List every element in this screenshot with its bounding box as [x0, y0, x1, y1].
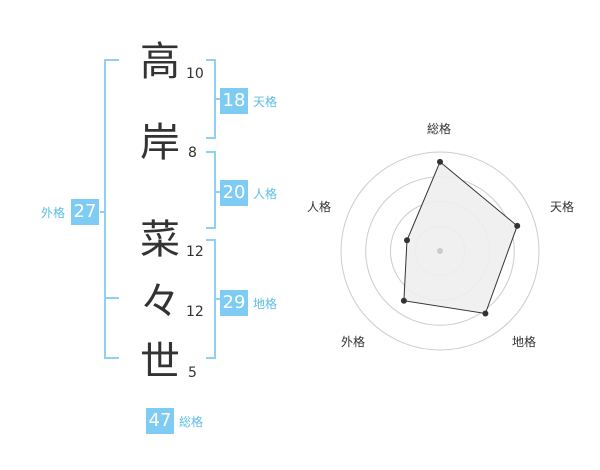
radar-point-2	[514, 222, 521, 229]
radar-label-gaikaku: 外格	[341, 335, 366, 349]
name-char-3: 菜	[140, 217, 180, 263]
gaikaku-label: 外格	[41, 206, 66, 220]
jinkaku-connector	[215, 191, 221, 193]
jinkaku-badge: 20	[220, 180, 248, 206]
soukaku-label: 総格	[179, 415, 204, 429]
name-char-1: 高	[140, 39, 180, 85]
stroke-count-4: 12	[186, 304, 204, 320]
radar-label-chikaku: 地格	[512, 335, 537, 349]
tenkaku-badge: 18	[220, 88, 248, 114]
radar-point-5	[404, 237, 410, 244]
radar-polygon	[403, 161, 518, 315]
gaikaku-bracket	[104, 59, 119, 359]
tenkaku-label: 天格	[253, 95, 278, 109]
radar-label-tenkaku: 天格	[550, 200, 575, 214]
gaikaku-badge: 27	[71, 199, 99, 225]
radar-point-4	[400, 297, 407, 304]
name-char-5: 世	[140, 339, 180, 385]
radar-label-soukaku: 総格	[427, 122, 452, 136]
radar-ring-4	[340, 151, 540, 351]
tenkaku-connector	[215, 98, 221, 100]
stroke-count-2: 8	[188, 145, 197, 161]
gaikaku-connector	[100, 211, 105, 213]
stroke-count-5: 5	[188, 365, 197, 381]
chikaku-label: 地格	[253, 297, 278, 311]
soukaku-badge: 47	[146, 408, 174, 434]
stroke-count-3: 12	[186, 244, 204, 260]
name-char-2: 岸	[140, 120, 180, 166]
jinkaku-label: 人格	[253, 187, 278, 201]
name-char-4: 々	[140, 279, 180, 325]
chikaku-connector	[215, 298, 221, 300]
radar-center-dot	[437, 248, 443, 254]
stroke-count-1: 10	[186, 66, 204, 82]
radar-label-jinkaku: 人格	[307, 200, 332, 214]
jinkaku-bracket	[206, 151, 216, 229]
radar-point-1	[437, 158, 443, 165]
chikaku-badge: 29	[220, 290, 248, 316]
radar-point-3	[482, 310, 489, 317]
